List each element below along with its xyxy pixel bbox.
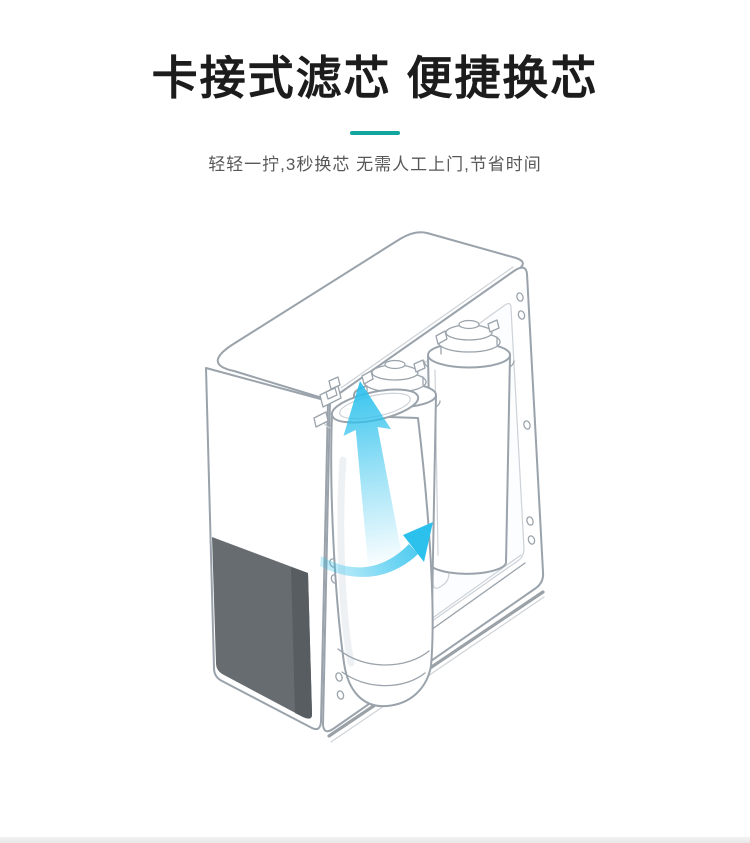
side-panel-dark	[212, 537, 312, 719]
filter-cartridge-right	[423, 319, 515, 575]
lift-arrow-icon	[343, 380, 405, 574]
base-plate	[327, 590, 545, 743]
section-title: 卡接式滤芯 便捷换芯	[151, 52, 599, 104]
twist-arrow-icon	[320, 522, 433, 577]
purifier-line-art	[205, 231, 545, 743]
title-divider	[350, 130, 400, 135]
section-header: 卡接式滤芯 便捷换芯 轻轻一拧,3秒换芯 无需人工上门,节省时间	[0, 0, 750, 175]
side-panel-dark-edge	[291, 567, 312, 719]
section-bottom-strip	[0, 837, 750, 843]
purifier-illustration	[175, 225, 575, 765]
section-subtitle: 轻轻一拧,3秒换芯 无需人工上门,节省时间	[208, 154, 542, 174]
